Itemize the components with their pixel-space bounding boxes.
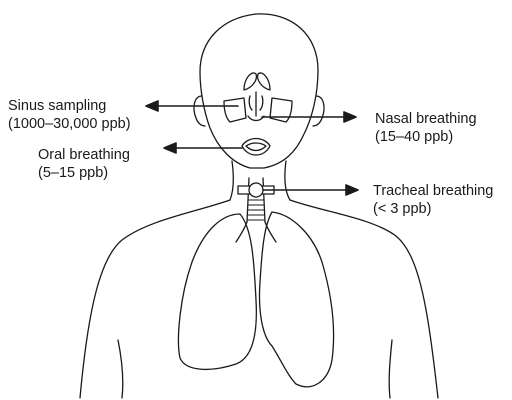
right-lung [260, 212, 334, 387]
arrowhead-tracheal [346, 185, 358, 195]
label-tracheal-range: (< 3 ppb) [373, 200, 493, 218]
maxillary-sinus-left [224, 98, 246, 122]
maxillary-sinus-right [270, 98, 292, 122]
label-tracheal-name: Tracheal breathing [373, 182, 493, 200]
label-oral-breathing: Oral breathing (5–15 ppb) [38, 146, 130, 182]
label-sinus-sampling: Sinus sampling (1000–30,000 ppb) [8, 97, 131, 133]
label-oral-range: (5–15 ppb) [38, 164, 130, 182]
arrows [146, 101, 358, 195]
arrowhead-nasal [344, 112, 356, 122]
label-sinus-range: (1000–30,000 ppb) [8, 115, 131, 133]
mouth-inner [246, 143, 266, 151]
tracheal-device-ring [249, 183, 263, 197]
bronchi [236, 222, 276, 242]
label-nasal-range: (15–40 ppb) [375, 128, 477, 146]
arm-line-left [118, 340, 123, 398]
head-outline [200, 14, 318, 168]
arrowhead-sinus [146, 101, 158, 111]
frontal-sinus-left [244, 73, 256, 90]
ear-left [194, 96, 205, 126]
arm-line-right [389, 340, 392, 398]
label-sinus-name: Sinus sampling [8, 97, 131, 115]
label-nasal-breathing: Nasal breathing (15–40 ppb) [375, 110, 477, 146]
nose [248, 92, 264, 121]
frontal-sinus-right [258, 73, 270, 90]
label-oral-name: Oral breathing [38, 146, 130, 164]
left-lung [179, 214, 257, 369]
trachea-rings [248, 200, 265, 220]
arrowhead-oral [164, 143, 176, 153]
label-nasal-name: Nasal breathing [375, 110, 477, 128]
label-tracheal-breathing: Tracheal breathing (< 3 ppb) [373, 182, 493, 218]
